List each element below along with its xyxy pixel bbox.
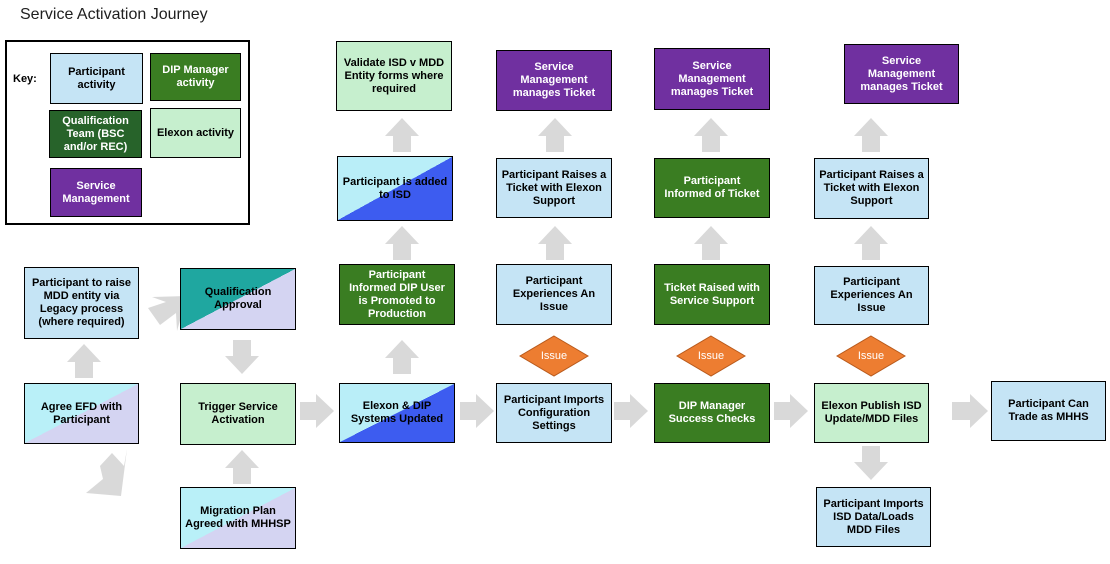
arrow-up-systems-to-informed xyxy=(385,340,419,374)
arrow-up-agree-to-mdd xyxy=(67,344,101,378)
node-migration-plan: Migration Plan Agreed with MHHSP xyxy=(180,487,296,549)
arrow-right-publish-to-trade xyxy=(952,394,988,428)
key-participant: Participant activity xyxy=(50,53,143,104)
key-label: Key: xyxy=(13,73,37,85)
arrow-up-ticket2-to-sm3 xyxy=(854,118,888,152)
node-raise-mdd: Participant to raise MDD entity via Lega… xyxy=(24,267,139,339)
node-experiences-issue-1: Participant Experiences An Issue xyxy=(496,264,612,325)
key-service-management: Service Management xyxy=(50,168,142,217)
arrow-up-isd-to-validate xyxy=(385,118,419,152)
issue-diamond-2 xyxy=(676,335,746,377)
node-ticket-service-support: Ticket Raised with Service Support xyxy=(654,264,770,325)
node-sm-ticket-3: Service Management manages Ticket xyxy=(844,44,959,104)
node-raises-ticket-2: Participant Raises a Ticket with Elexon … xyxy=(814,158,929,219)
key-elexon: Elexon activity xyxy=(150,108,241,158)
node-validate-isd: Validate ISD v MDD Entity forms where re… xyxy=(336,41,452,111)
arrow-up-informed-to-isd xyxy=(385,226,419,260)
arrow-down-qual-to-trigger xyxy=(225,340,259,374)
arrow-up-informed-to-sm2 xyxy=(694,118,728,152)
arrow-right-imports-to-success xyxy=(614,394,648,428)
node-imports-isd: Participant Imports ISD Data/Loads MDD F… xyxy=(816,487,931,547)
arrow-right-success-to-publish xyxy=(774,394,808,428)
node-informed-dip-user: Participant Informed DIP User is Promote… xyxy=(339,264,455,325)
node-qualification-approval: Qualification Approval xyxy=(180,268,296,330)
diagram-title: Service Activation Journey xyxy=(20,6,208,23)
node-agree-efd: Agree EFD with Participant xyxy=(24,383,139,444)
arrow-diag-mdd-to-qual xyxy=(148,296,187,331)
arrow-up-ticketss-to-informed xyxy=(694,226,728,260)
key-legend xyxy=(5,40,250,225)
arrow-up-issue1-to-ticket1 xyxy=(538,226,572,260)
arrow-diag-agree-to-migration xyxy=(86,449,127,496)
node-trigger-activation: Trigger Service Activation xyxy=(180,383,296,445)
arrow-up-migration-to-trigger xyxy=(225,450,259,484)
arrow-up-ticket1-to-sm1 xyxy=(538,118,572,152)
node-imports-config: Participant Imports Configuration Settin… xyxy=(496,383,612,443)
node-success-checks: DIP Manager Success Checks xyxy=(654,383,770,443)
node-informed-ticket: Participant Informed of Ticket xyxy=(654,158,770,218)
node-experiences-issue-2: Participant Experiences An Issue xyxy=(814,266,929,325)
key-dip-manager: DIP Manager activity xyxy=(150,53,241,101)
node-added-to-isd: Participant is added to ISD xyxy=(337,156,453,221)
arrow-up-issue2-to-ticket2 xyxy=(854,226,888,260)
issue-label-3: Issue xyxy=(857,350,885,362)
issue-diamond-3 xyxy=(836,335,906,377)
node-publish-isd: Elexon Publish ISD Update/MDD Files xyxy=(814,383,929,443)
issue-label-1: Issue xyxy=(540,350,568,362)
issue-label-2: Issue xyxy=(697,350,725,362)
arrow-right-trigger-to-systems xyxy=(300,394,334,428)
node-raises-ticket-1: Participant Raises a Ticket with Elexon … xyxy=(496,158,612,218)
key-qualification: Qualification Team (BSC and/or REC) xyxy=(49,110,142,158)
arrow-right-systems-to-imports xyxy=(460,394,494,428)
node-trade-mhhs: Participant Can Trade as MHHS xyxy=(991,381,1106,441)
node-sm-ticket-1: Service Management manages Ticket xyxy=(496,50,612,111)
arrow-down-publish-to-imports xyxy=(854,446,888,480)
node-systems-updated: Elexon & DIP Systems Updated xyxy=(339,383,455,443)
node-sm-ticket-2: Service Management manages Ticket xyxy=(654,48,770,110)
issue-diamond-1 xyxy=(519,335,589,377)
